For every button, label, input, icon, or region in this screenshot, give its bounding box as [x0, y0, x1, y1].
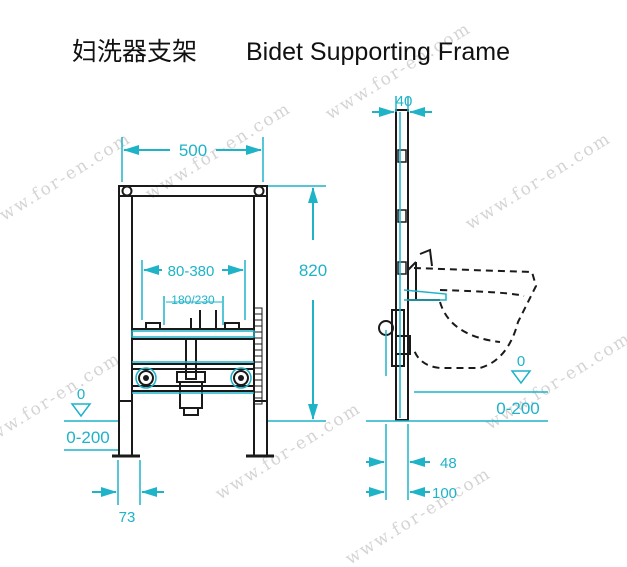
title-chinese: 妇洗器支架 [72, 37, 197, 66]
dimension-fixing-spacing: 80-380 [141, 260, 246, 320]
watermark-text: www.for-en.com [142, 98, 295, 204]
dim-foot-width-label: 73 [119, 509, 136, 526]
dim-foot-depth-label: 48 [440, 455, 457, 472]
watermark-group: www.for-en.com www.for-en.com www.for-en… [0, 18, 627, 567]
watermark-text: www.for-en.com [342, 463, 495, 567]
dimension-frame-depth: 40 [372, 93, 432, 117]
dimension-foot-width: 73 [92, 460, 164, 526]
front-floor-mark: 0 [77, 386, 85, 403]
side-floor-level: 0 0-200 [366, 353, 548, 422]
dimension-wall-offset: 100 [366, 485, 457, 502]
side-view-frame [378, 109, 440, 421]
front-view-frame [112, 185, 274, 458]
front-floor-level: 0 0-200 [64, 386, 118, 451]
dimension-width: 500 [121, 137, 264, 182]
dim-height-label: 820 [299, 261, 327, 280]
dim-wall-offset-label: 100 [432, 485, 457, 502]
title-english: Bidet Supporting Frame [246, 38, 510, 66]
dimension-foot-depth: 48 [366, 424, 457, 500]
side-floor-range: 0-200 [496, 399, 539, 418]
dimension-pipe-spacing: 180/230 [166, 293, 222, 307]
dim-pipe-spacing-label: 180/230 [171, 293, 215, 307]
dim-fixing-spacing-label: 80-380 [168, 263, 215, 280]
dimension-height: 820 [268, 185, 327, 422]
bidet-outline [413, 248, 538, 369]
front-floor-range: 0-200 [66, 428, 109, 447]
watermark-text: www.for-en.com [0, 128, 135, 234]
side-floor-mark: 0 [517, 353, 525, 370]
watermark-text: www.for-en.com [212, 398, 365, 504]
watermark-text: www.for-en.com [482, 328, 627, 434]
front-view-cyan-details [131, 296, 255, 394]
watermark-text: www.for-en.com [462, 128, 615, 234]
side-view-cyan-details [385, 112, 447, 418]
dim-width-label: 500 [179, 141, 207, 160]
dim-frame-depth-label: 40 [396, 93, 413, 110]
